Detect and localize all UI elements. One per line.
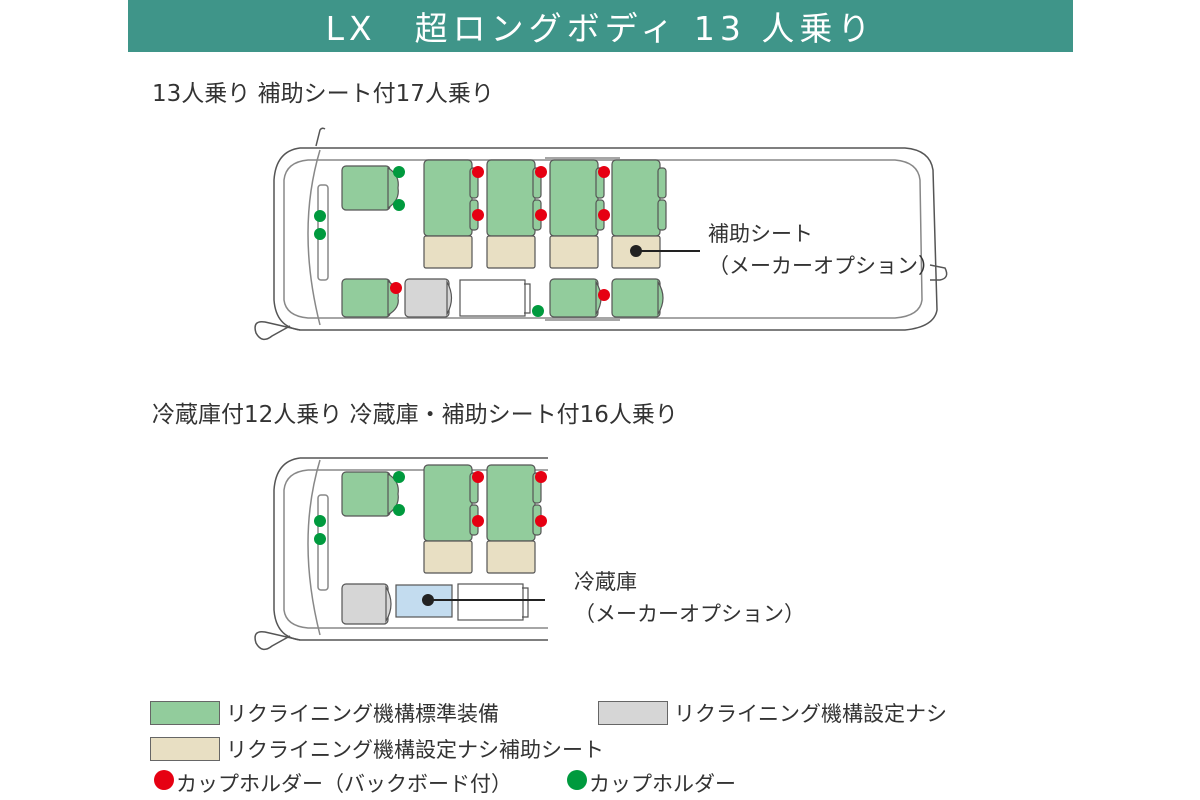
legend-red-cup-label: カップホルダー（バックボード付） [176, 772, 512, 796]
legend-green-cup-label: カップホルダー [589, 772, 736, 796]
green-cup-holder [532, 305, 544, 317]
van-1-seat-row-3 [549, 159, 605, 269]
van-1-walkthrough-space [459, 279, 531, 317]
layout-1-subtitle: 13人乗り 補助シート付17人乗り [152, 81, 494, 107]
red-cup-holder [472, 209, 484, 221]
aux-seat-callout: 補助シート （メーカーオプション） [708, 218, 939, 282]
van-2-diagram [254, 457, 548, 651]
red-cup-holder [472, 166, 484, 178]
van-1-seat-row-2 [486, 159, 542, 269]
red-cup-holder [598, 209, 610, 221]
aux-seat-note: （メーカーオプション） [708, 254, 939, 278]
van-1-seat-passenger [341, 278, 399, 318]
fridge-callout: 冷蔵庫 （メーカーオプション） [574, 566, 805, 630]
green-cup-holder [314, 210, 326, 222]
page-title: LX 超ロングボディ 13 人乗り [325, 9, 876, 48]
legend-beige-seat: リクライニング機構設定ナシ補助シート [150, 734, 604, 764]
legend-green-seat-label: リクライニング機構標準装備 [226, 702, 499, 726]
green-cup-holder [393, 166, 405, 178]
van-2-walkthrough-space [457, 583, 529, 621]
van-2-seat-driver [341, 471, 399, 517]
legend-swatch-green [150, 701, 220, 725]
van-2-cup-holders [314, 471, 547, 545]
legend-swatch-beige [150, 737, 220, 761]
green-cup-holder [314, 228, 326, 240]
van-2-seat-row-1 [423, 464, 479, 574]
header-title-bar: LX 超ロングボディ 13 人乗り [128, 0, 1073, 52]
van-1-seat-row-1 [423, 159, 479, 269]
legend-green-seat: リクライニング機構標準装備 [150, 698, 499, 728]
aux-seat-label: 補助シート [708, 222, 813, 246]
van-1-seat-lower-row-3 [549, 278, 602, 318]
van-2-fridge-pointer [422, 594, 545, 606]
van-1-cup-holders [314, 166, 610, 317]
green-cup-holder [314, 533, 326, 545]
van-1-aux-seat-pointer [630, 245, 700, 257]
van-1-seat-gray [404, 278, 453, 318]
legend-beige-seat-label: リクライニング機構設定ナシ補助シート [226, 738, 604, 762]
green-cup-holder [393, 504, 405, 516]
van-1-seat-lower-row-4 [611, 278, 664, 318]
fridge-note: （メーカーオプション） [574, 602, 805, 626]
van-1-seat-driver [341, 165, 399, 211]
legend-red-dot [154, 770, 174, 790]
van-1-body-outline [254, 127, 948, 341]
red-cup-holder [598, 166, 610, 178]
red-cup-holder [535, 209, 547, 221]
layout-2-subtitle: 冷蔵庫付12人乗り 冷蔵庫・補助シート付16人乗り [152, 402, 678, 428]
van-2-seat-gray [341, 583, 392, 625]
red-cup-holder [535, 515, 547, 527]
legend-green-dot [567, 770, 587, 790]
legend-red-cup: カップホルダー（バックボード付） [176, 768, 512, 798]
green-cup-holder [393, 199, 405, 211]
green-cup-holder [314, 515, 326, 527]
van-1-diagram [254, 127, 948, 341]
red-cup-holder [535, 471, 547, 483]
legend-gray-seat-label: リクライニング機構設定ナシ [674, 702, 947, 726]
fridge-label: 冷蔵庫 [574, 570, 637, 594]
red-cup-holder [472, 471, 484, 483]
red-cup-holder [598, 289, 610, 301]
legend-gray-seat: リクライニング機構設定ナシ [598, 698, 947, 728]
legend-green-cup: カップホルダー [589, 768, 736, 798]
red-cup-holder [472, 515, 484, 527]
green-cup-holder [393, 471, 405, 483]
red-cup-holder [390, 282, 402, 294]
legend-swatch-gray [598, 701, 668, 725]
red-cup-holder [535, 166, 547, 178]
van-2-seat-row-2 [486, 464, 542, 574]
